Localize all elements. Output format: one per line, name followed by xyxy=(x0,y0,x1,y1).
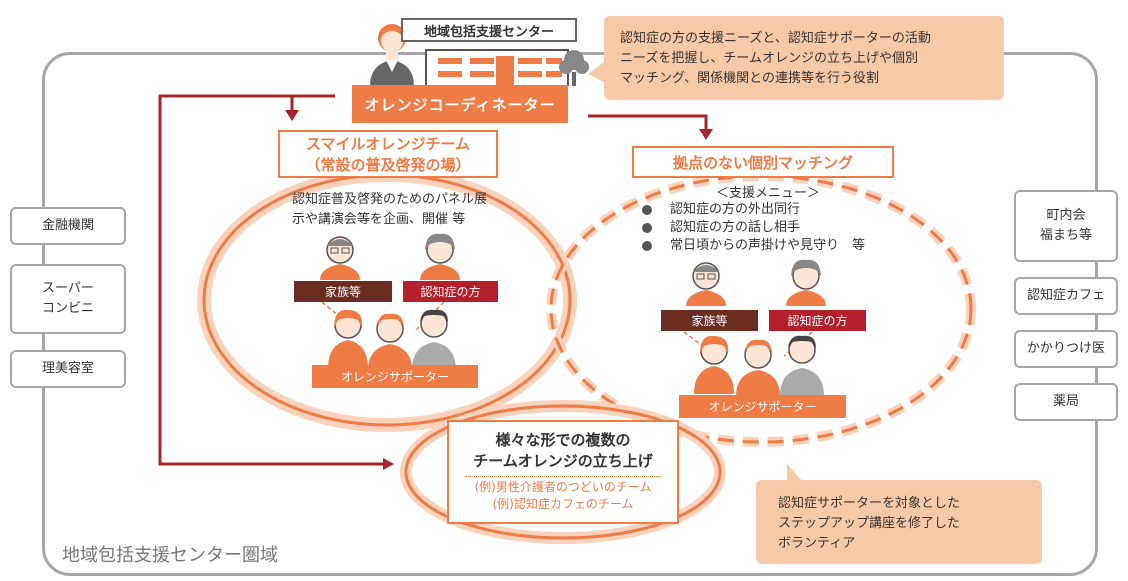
divider xyxy=(465,476,661,477)
related-org-box: 理美容室 xyxy=(10,350,126,388)
menu-item: 認知症の方の外出同行 xyxy=(640,201,865,219)
person-icon xyxy=(686,262,726,306)
smile-team-description: 認知症普及啓発のためのパネル展 示や講演会等を企画、開催 等 xyxy=(292,192,488,227)
center-building xyxy=(370,24,589,86)
family-tag: 家族等 xyxy=(661,310,758,331)
person-icon xyxy=(420,233,460,280)
multiple-teams-box: 様々な形での複数の チームオレンジの立ち上げ (例)男性介護者のつどいのチーム … xyxy=(447,420,679,524)
tree-icon xyxy=(559,50,589,86)
arrow-icon xyxy=(699,129,713,140)
building-icon xyxy=(425,49,569,86)
arrow-icon xyxy=(588,114,708,129)
example-item: (例)男性介護者のつどいのチーム xyxy=(474,480,652,494)
person-icon xyxy=(736,339,780,396)
person-icon xyxy=(780,335,824,396)
person-icon xyxy=(786,259,826,306)
support-menu-title: ＜支援メニュー＞ xyxy=(715,186,820,201)
center-label: 地域包括支援センター xyxy=(401,18,577,42)
matching-people xyxy=(686,259,826,396)
supporter-tag: オレンジサポーター xyxy=(312,365,478,388)
support-menu-list: 認知症の方の外出同行 認知症の方の話し相手 常日頃からの声掛けや見守り 等 xyxy=(640,201,865,255)
related-org-box: 薬局 xyxy=(1014,383,1118,421)
person-icon xyxy=(370,24,414,86)
related-org-box: かかりつけ医 xyxy=(1014,330,1118,368)
person-icon xyxy=(328,309,368,368)
person-icon xyxy=(368,313,412,370)
related-org-box: 金融機関 xyxy=(10,207,126,245)
arrow-icon xyxy=(285,110,299,121)
area-label: 地域包括支援センター圏域 xyxy=(62,545,278,566)
supporter-tag: オレンジサポーター xyxy=(679,395,846,418)
related-org-box: スーパー コンビニ xyxy=(10,264,126,334)
volunteer-callout: 認知症サポーターを対象とした ステップアップ講座を修了した ボランティア xyxy=(756,480,1042,564)
role-callout: 認知症の方の支援ニーズと、認知症サポーターの活動 ニーズを把握し、チームオレンジ… xyxy=(604,16,1004,100)
arrow-icon xyxy=(158,94,383,466)
family-tag: 家族等 xyxy=(294,281,392,302)
smile-team-title: スマイルオレンジチーム （常設の普及啓発の場） xyxy=(278,130,498,178)
related-org-box: 認知症カフェ xyxy=(1014,277,1118,315)
person-icon xyxy=(694,335,734,394)
multiple-teams-title: 様々な形での複数の チームオレンジの立ち上げ xyxy=(473,431,653,470)
menu-item: 常日頃からの声掛けや見守り 等 xyxy=(640,237,865,255)
person-icon xyxy=(412,309,456,370)
coordinator-label: オレンジコーディネーター xyxy=(352,85,568,123)
example-item: (例)認知症カフェのチーム xyxy=(492,497,634,511)
callout-tail xyxy=(588,62,604,82)
callout-tail xyxy=(787,464,803,482)
menu-item: 認知症の方の話し相手 xyxy=(640,219,865,237)
matching-title: 拠点のない個別マッチング xyxy=(632,146,894,178)
patient-tag: 認知症の方 xyxy=(769,310,866,331)
arrow-icon xyxy=(383,458,394,470)
related-org-box: 町内会 福まち等 xyxy=(1014,190,1118,262)
patient-tag: 認知症の方 xyxy=(403,281,498,302)
person-icon xyxy=(320,236,360,280)
smile-team-people xyxy=(320,233,460,370)
